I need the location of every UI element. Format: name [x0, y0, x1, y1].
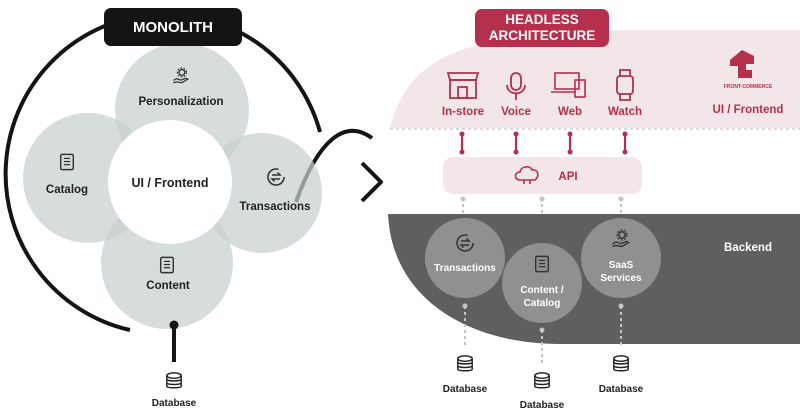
database-icon [166, 372, 182, 389]
front-commerce-logo [730, 50, 754, 78]
arrow-head [360, 161, 383, 203]
service-saas-label-1: SaaS [609, 260, 634, 271]
api-box [443, 157, 642, 194]
cloud-icon [514, 166, 539, 184]
headless-title: HEADLESS ARCHITECTURE [475, 9, 609, 47]
channel-label-instore: In-store [442, 106, 484, 118]
database-icon [457, 355, 473, 372]
transactions-label: Transactions [240, 201, 311, 213]
channel-voice: Voice [501, 72, 531, 118]
ui-frontend-band-label: UI / Frontend [713, 104, 784, 116]
database-icon [613, 355, 629, 372]
monolith-title: MONOLITH [104, 8, 242, 46]
watch-icon [616, 69, 634, 101]
channel-web: Web [551, 72, 586, 118]
headless-database-label-1: Database [443, 384, 488, 395]
service-transactions-label: Transactions [434, 263, 496, 274]
microphone-icon [506, 72, 526, 100]
frontend-band [390, 30, 800, 128]
channel-label-web: Web [558, 106, 582, 118]
service-db-connectors [464, 306, 622, 366]
service-content-label-1: Content / [520, 285, 564, 296]
monolith-title-text: MONOLITH [133, 18, 213, 36]
content-label: Content [146, 280, 190, 292]
ui-frontend-circle [108, 120, 232, 244]
devices-icon [551, 72, 586, 98]
channel-label-voice: Voice [501, 106, 531, 118]
ui-frontend-label: UI / Frontend [131, 176, 208, 190]
catalog-label: Catalog [46, 184, 88, 196]
service-content-label-2: Catalog [524, 298, 561, 309]
connector-dot [169, 320, 179, 330]
headless-title-line2: ARCHITECTURE [488, 28, 596, 43]
monolith-database-label: Database [152, 398, 197, 409]
headless-database-label-3: Database [599, 384, 644, 395]
channel-instore: In-store [442, 72, 484, 118]
personalization-label: Personalization [139, 96, 224, 108]
api-label: API [558, 171, 577, 183]
service-saas-label-2: Services [600, 273, 642, 284]
service-saas-circle [581, 218, 661, 298]
store-icon [446, 72, 480, 99]
channel-label-watch: Watch [608, 106, 642, 118]
brand-name: FRONT-COMMERCE [724, 84, 773, 90]
database-icon [534, 372, 550, 389]
monolith-boundary-arc [3, 12, 322, 332]
service-content-circle [502, 243, 582, 323]
headless-title-line1: HEADLESS [505, 12, 579, 27]
headless-database-label-2: Database [520, 400, 565, 411]
channel-api-connectors [460, 134, 627, 152]
channel-watch: Watch [608, 69, 642, 118]
transactions-circle [202, 133, 322, 253]
service-transactions-circle [425, 218, 505, 298]
backend-label: Backend [724, 242, 772, 254]
